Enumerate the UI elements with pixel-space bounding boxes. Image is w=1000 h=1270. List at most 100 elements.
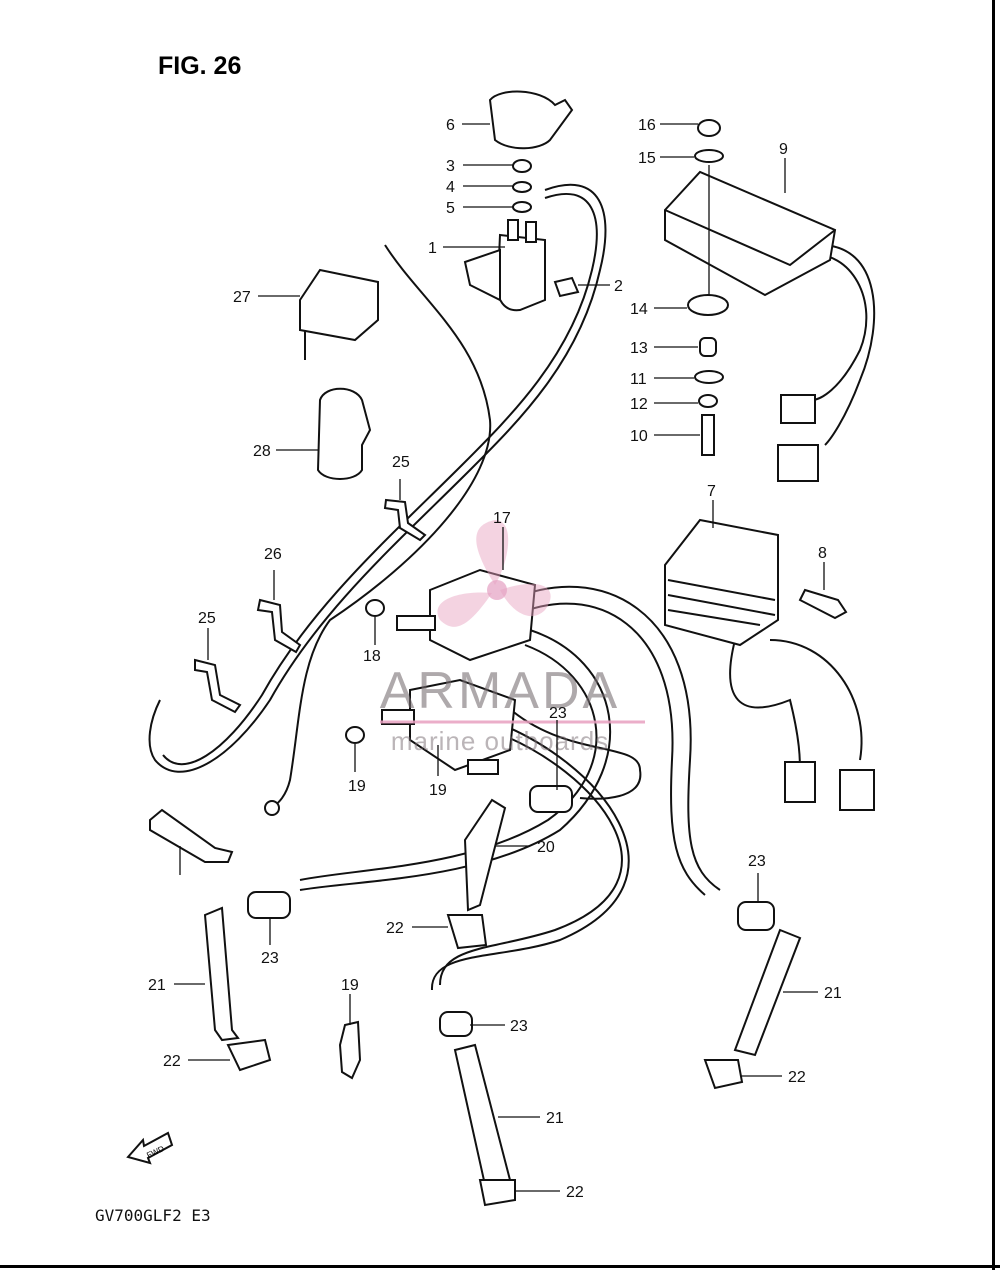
- bolt: [798, 588, 848, 620]
- nut: [697, 119, 721, 137]
- coil-terminal: [467, 759, 499, 775]
- fwd-arrow-icon: [126, 1131, 174, 1165]
- clamp: [194, 658, 242, 714]
- callout-11: 11: [630, 371, 647, 388]
- callout-14: 14: [630, 301, 648, 318]
- callout-22: 22: [788, 1069, 806, 1086]
- callout-12: 12: [630, 396, 648, 413]
- relay-terminal: [507, 219, 519, 241]
- terminal-cap: [488, 90, 574, 150]
- callout-19: 19: [348, 778, 366, 795]
- plug-cover: [478, 1179, 516, 1207]
- connector: [780, 394, 816, 424]
- spark-plug-cap: [463, 798, 507, 912]
- condenser: [316, 387, 372, 480]
- battery-cable: [148, 183, 607, 773]
- turn-signal-relay: [299, 268, 379, 342]
- regulator-fins: [667, 579, 776, 626]
- callout-23: 23: [510, 1018, 528, 1035]
- callout-23: 23: [549, 705, 567, 722]
- nut: [512, 159, 532, 173]
- regulator-wire-1: [729, 639, 801, 771]
- clamp: [256, 598, 302, 654]
- callout-10: 10: [630, 428, 648, 445]
- callout-13: 13: [630, 340, 648, 357]
- callout-24: 25: [198, 610, 216, 627]
- callout-15: 15: [638, 150, 656, 167]
- callout-18: 19: [429, 782, 447, 799]
- hi-tension-lead-left-2: [299, 644, 598, 881]
- ignition-coil: [409, 678, 517, 772]
- ignition-harness-2: [514, 602, 706, 896]
- spacer: [699, 337, 717, 357]
- sleeve: [439, 1011, 473, 1037]
- callout-21: 21: [546, 1110, 564, 1127]
- harness-band: [149, 808, 234, 863]
- ignition-coil: [429, 568, 537, 662]
- ground-eyelet: [264, 800, 280, 816]
- plug-cover: [226, 1038, 272, 1072]
- ignition-harness: [509, 585, 721, 891]
- propeller-blade: [437, 592, 492, 627]
- callout-25: 26: [264, 546, 282, 563]
- bolt: [553, 276, 580, 298]
- watermark-brand: ARMADA: [380, 662, 620, 720]
- connector: [839, 769, 875, 811]
- spark-plug-cap: [733, 928, 802, 1057]
- cable-clip: [338, 1020, 362, 1080]
- propeller-blade: [476, 520, 509, 585]
- callout-5: 5: [446, 200, 455, 217]
- regulator-wire-2: [769, 639, 863, 761]
- starter-relay-bracket: [463, 248, 501, 302]
- callout-16: 16: [638, 117, 656, 134]
- frame-border-right: [992, 0, 995, 1270]
- watermark-tagline: marine outboards: [391, 726, 609, 756]
- propeller-hub: [487, 580, 507, 600]
- callout-1: 1: [428, 240, 437, 257]
- callout-21: 21: [148, 977, 166, 994]
- washer: [694, 149, 724, 163]
- callout-25: 25: [392, 454, 410, 471]
- callout-6: 6: [446, 117, 455, 134]
- sleeve: [737, 901, 775, 931]
- callout-9: 9: [779, 141, 788, 158]
- clamp: [383, 498, 427, 542]
- nut: [345, 726, 365, 744]
- washer: [512, 181, 532, 193]
- connector: [784, 761, 816, 803]
- starter-relay: [496, 233, 546, 312]
- callout-23: 23: [261, 950, 279, 967]
- propeller-blade: [500, 583, 551, 617]
- coil-terminal: [396, 615, 436, 631]
- bolt: [701, 414, 715, 456]
- callout-4: 4: [446, 179, 455, 196]
- spark-plug-cap: [453, 1043, 512, 1187]
- callout-22: 22: [566, 1184, 584, 1201]
- rubber-cushion: [687, 294, 729, 316]
- cdi-unit: [664, 170, 837, 297]
- model-code: GV700GLF2 E3: [95, 1206, 211, 1225]
- battery-cable-inner: [162, 192, 598, 766]
- plug-cover: [703, 1059, 744, 1090]
- cdi-wire-1: [809, 253, 868, 401]
- washer: [694, 370, 724, 384]
- callout-19: 18: [363, 648, 381, 665]
- callout-22: 22: [163, 1053, 181, 1070]
- sleeve: [529, 785, 573, 813]
- callout-labels: 6 3 4 5 1 2 27 28 16 15 9 14 13: [148, 117, 842, 1201]
- callout-23: 23: [748, 853, 766, 870]
- cdi-wire-2: [819, 244, 876, 446]
- callout-8: 8: [818, 545, 827, 562]
- callout-2: 2: [614, 278, 623, 295]
- plug-cover: [446, 914, 488, 950]
- sleeve: [247, 891, 291, 919]
- callout-22: 22: [386, 920, 404, 937]
- lock-washer: [698, 394, 718, 408]
- callout-27: 27: [233, 289, 251, 306]
- hi-tension-lead-center: [430, 719, 630, 991]
- connector: [777, 444, 819, 482]
- lock-washer: [512, 201, 532, 213]
- hi-tension-lead-left: [299, 629, 612, 891]
